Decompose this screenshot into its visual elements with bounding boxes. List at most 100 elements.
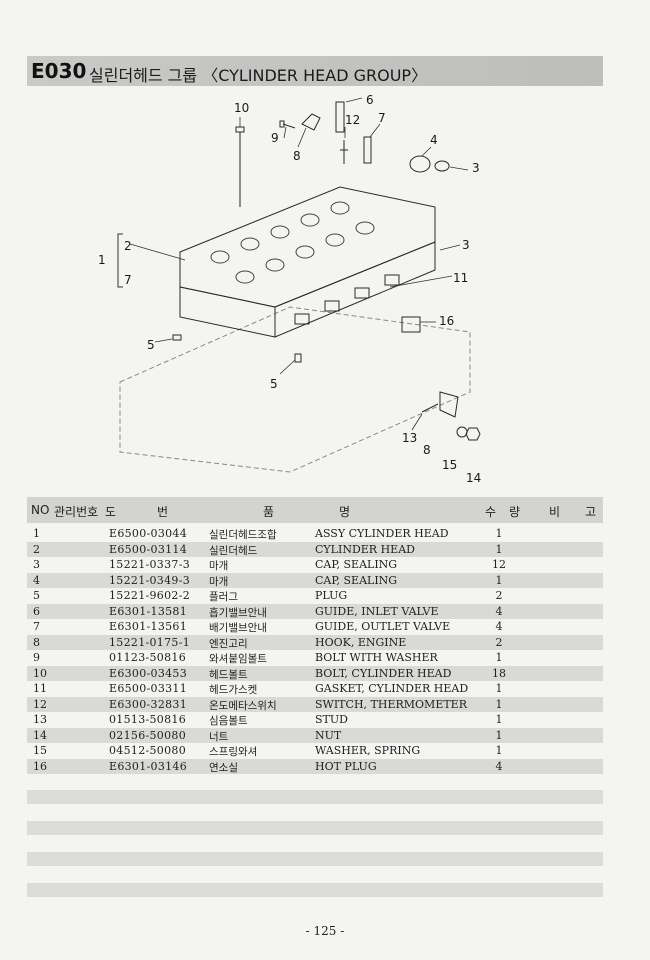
quantity: 1 — [495, 573, 503, 587]
part-number: E6500-03114 — [109, 542, 188, 556]
empty-row-band — [27, 790, 603, 804]
part-number: E6300-03453 — [109, 666, 188, 680]
parts-table-header: NO 관리번호 도 번 품 명 수 량 비 고 — [27, 497, 603, 523]
empty-row-band — [27, 883, 603, 897]
section-code: E030 — [31, 59, 87, 83]
part-name-english: GUIDE, OUTLET VALVE — [315, 620, 451, 633]
page-number: - 125 - — [305, 924, 345, 938]
part-number: 15221-0349-3 — [109, 573, 191, 587]
callout-7-lower: 7 — [124, 273, 132, 287]
engine-hook-lower — [439, 391, 459, 418]
quantity: 4 — [495, 759, 503, 773]
callout-2: 2 — [124, 239, 132, 253]
row-number: 9 — [33, 651, 40, 664]
part-name-korean: 실린더헤드조합 — [209, 529, 277, 541]
header-qty-2: 량 — [509, 505, 521, 519]
row-number: 6 — [33, 604, 40, 618]
header-drawing-2: 번 — [157, 505, 169, 519]
part-name-korean: 온도메타스위치 — [209, 699, 277, 712]
spring-washer — [456, 426, 468, 438]
side-ports — [294, 274, 400, 325]
row-number: 16 — [33, 759, 47, 773]
callout-15: 15 — [442, 458, 457, 472]
quantity: 12 — [492, 558, 506, 571]
callout-7: 7 — [378, 111, 386, 125]
section-header-band — [27, 56, 603, 86]
callout-4: 4 — [430, 133, 438, 147]
part-name-english: SWITCH, THERMOMETER — [315, 697, 467, 711]
thermometer-switch — [340, 140, 348, 164]
callout-10: 10 — [234, 101, 249, 115]
row-number: 11 — [33, 682, 47, 695]
row-number: 2 — [33, 542, 40, 556]
row-number: 15 — [33, 744, 47, 757]
callout-8: 8 — [293, 149, 301, 163]
valve-ports — [210, 201, 375, 284]
part-name-english: GUIDE, INLET VALVE — [315, 604, 439, 618]
callout-5-lower: 5 — [270, 377, 278, 391]
part-name-korean: 플러그 — [209, 591, 238, 603]
quantity: 4 — [495, 620, 503, 633]
quantity: 1 — [495, 682, 503, 695]
callout-6: 6 — [366, 93, 374, 107]
part-name-korean: 스프링와셔 — [209, 746, 258, 758]
row-number: 5 — [33, 589, 40, 602]
part-name-english: WASHER, SPRING — [315, 744, 421, 757]
callout-13: 13 — [402, 431, 417, 445]
diagram-callouts: 10 6 12 7 9 8 4 3 2 1 7 3 11 16 5 5 13 8… — [98, 93, 481, 485]
header-remark-2: 고 — [585, 505, 597, 519]
cylinder-head-top — [179, 186, 436, 308]
header-mgmt-no: 관리번호 — [54, 505, 99, 519]
plug-left — [172, 334, 182, 341]
header-name-2: 명 — [339, 505, 351, 519]
part-name-english: HOOK, ENGINE — [315, 635, 407, 649]
nut — [465, 427, 481, 441]
row-number: 8 — [33, 635, 40, 649]
part-name-english: ASSY CYLINDER HEAD — [315, 527, 449, 540]
part-name-korean: 연소실 — [209, 761, 238, 774]
part-number: 15221-0337-3 — [109, 558, 191, 571]
header-no: NO — [31, 503, 50, 517]
row-number: 4 — [33, 573, 40, 587]
row-number: 7 — [33, 620, 40, 633]
row-number: 12 — [33, 697, 47, 711]
part-name-korean: 와셔붙임볼트 — [209, 653, 267, 665]
callout-1: 1 — [98, 253, 106, 267]
part-name-english: STUD — [315, 713, 348, 726]
part-name-english: BOLT, CYLINDER HEAD — [315, 666, 452, 680]
cylinder-head-illustration: 10 6 12 7 9 8 4 3 2 1 7 3 11 16 5 5 13 8… — [98, 93, 481, 485]
callout-8-lower: 8 — [423, 443, 431, 457]
callout-14: 14 — [466, 471, 481, 485]
part-number: E6500-03044 — [109, 527, 188, 540]
quantity: 1 — [495, 713, 503, 726]
cylinder-head-front — [179, 286, 276, 338]
part-number: E6301-13561 — [109, 620, 188, 633]
part-number: 15221-0175-1 — [109, 635, 191, 649]
part-name-english: BOLT WITH WASHER — [315, 651, 438, 664]
part-name-english: CAP, SEALING — [315, 558, 398, 571]
quantity: 1 — [495, 728, 503, 742]
empty-table-rows — [27, 790, 603, 914]
header-drawing-1: 도 — [105, 505, 117, 519]
callout-9: 9 — [271, 131, 279, 145]
sealing-cap-small — [434, 160, 450, 172]
engine-hook-top — [301, 113, 321, 131]
part-number: 01123-50816 — [109, 651, 187, 664]
quantity: 1 — [495, 542, 503, 556]
header-remark-1: 비 — [549, 505, 561, 519]
head-bolt — [235, 126, 245, 207]
part-name-korean: 헤드가스켓 — [209, 684, 258, 696]
part-name-korean: 실린더헤드 — [209, 544, 258, 557]
part-number: 02156-50080 — [109, 728, 187, 742]
